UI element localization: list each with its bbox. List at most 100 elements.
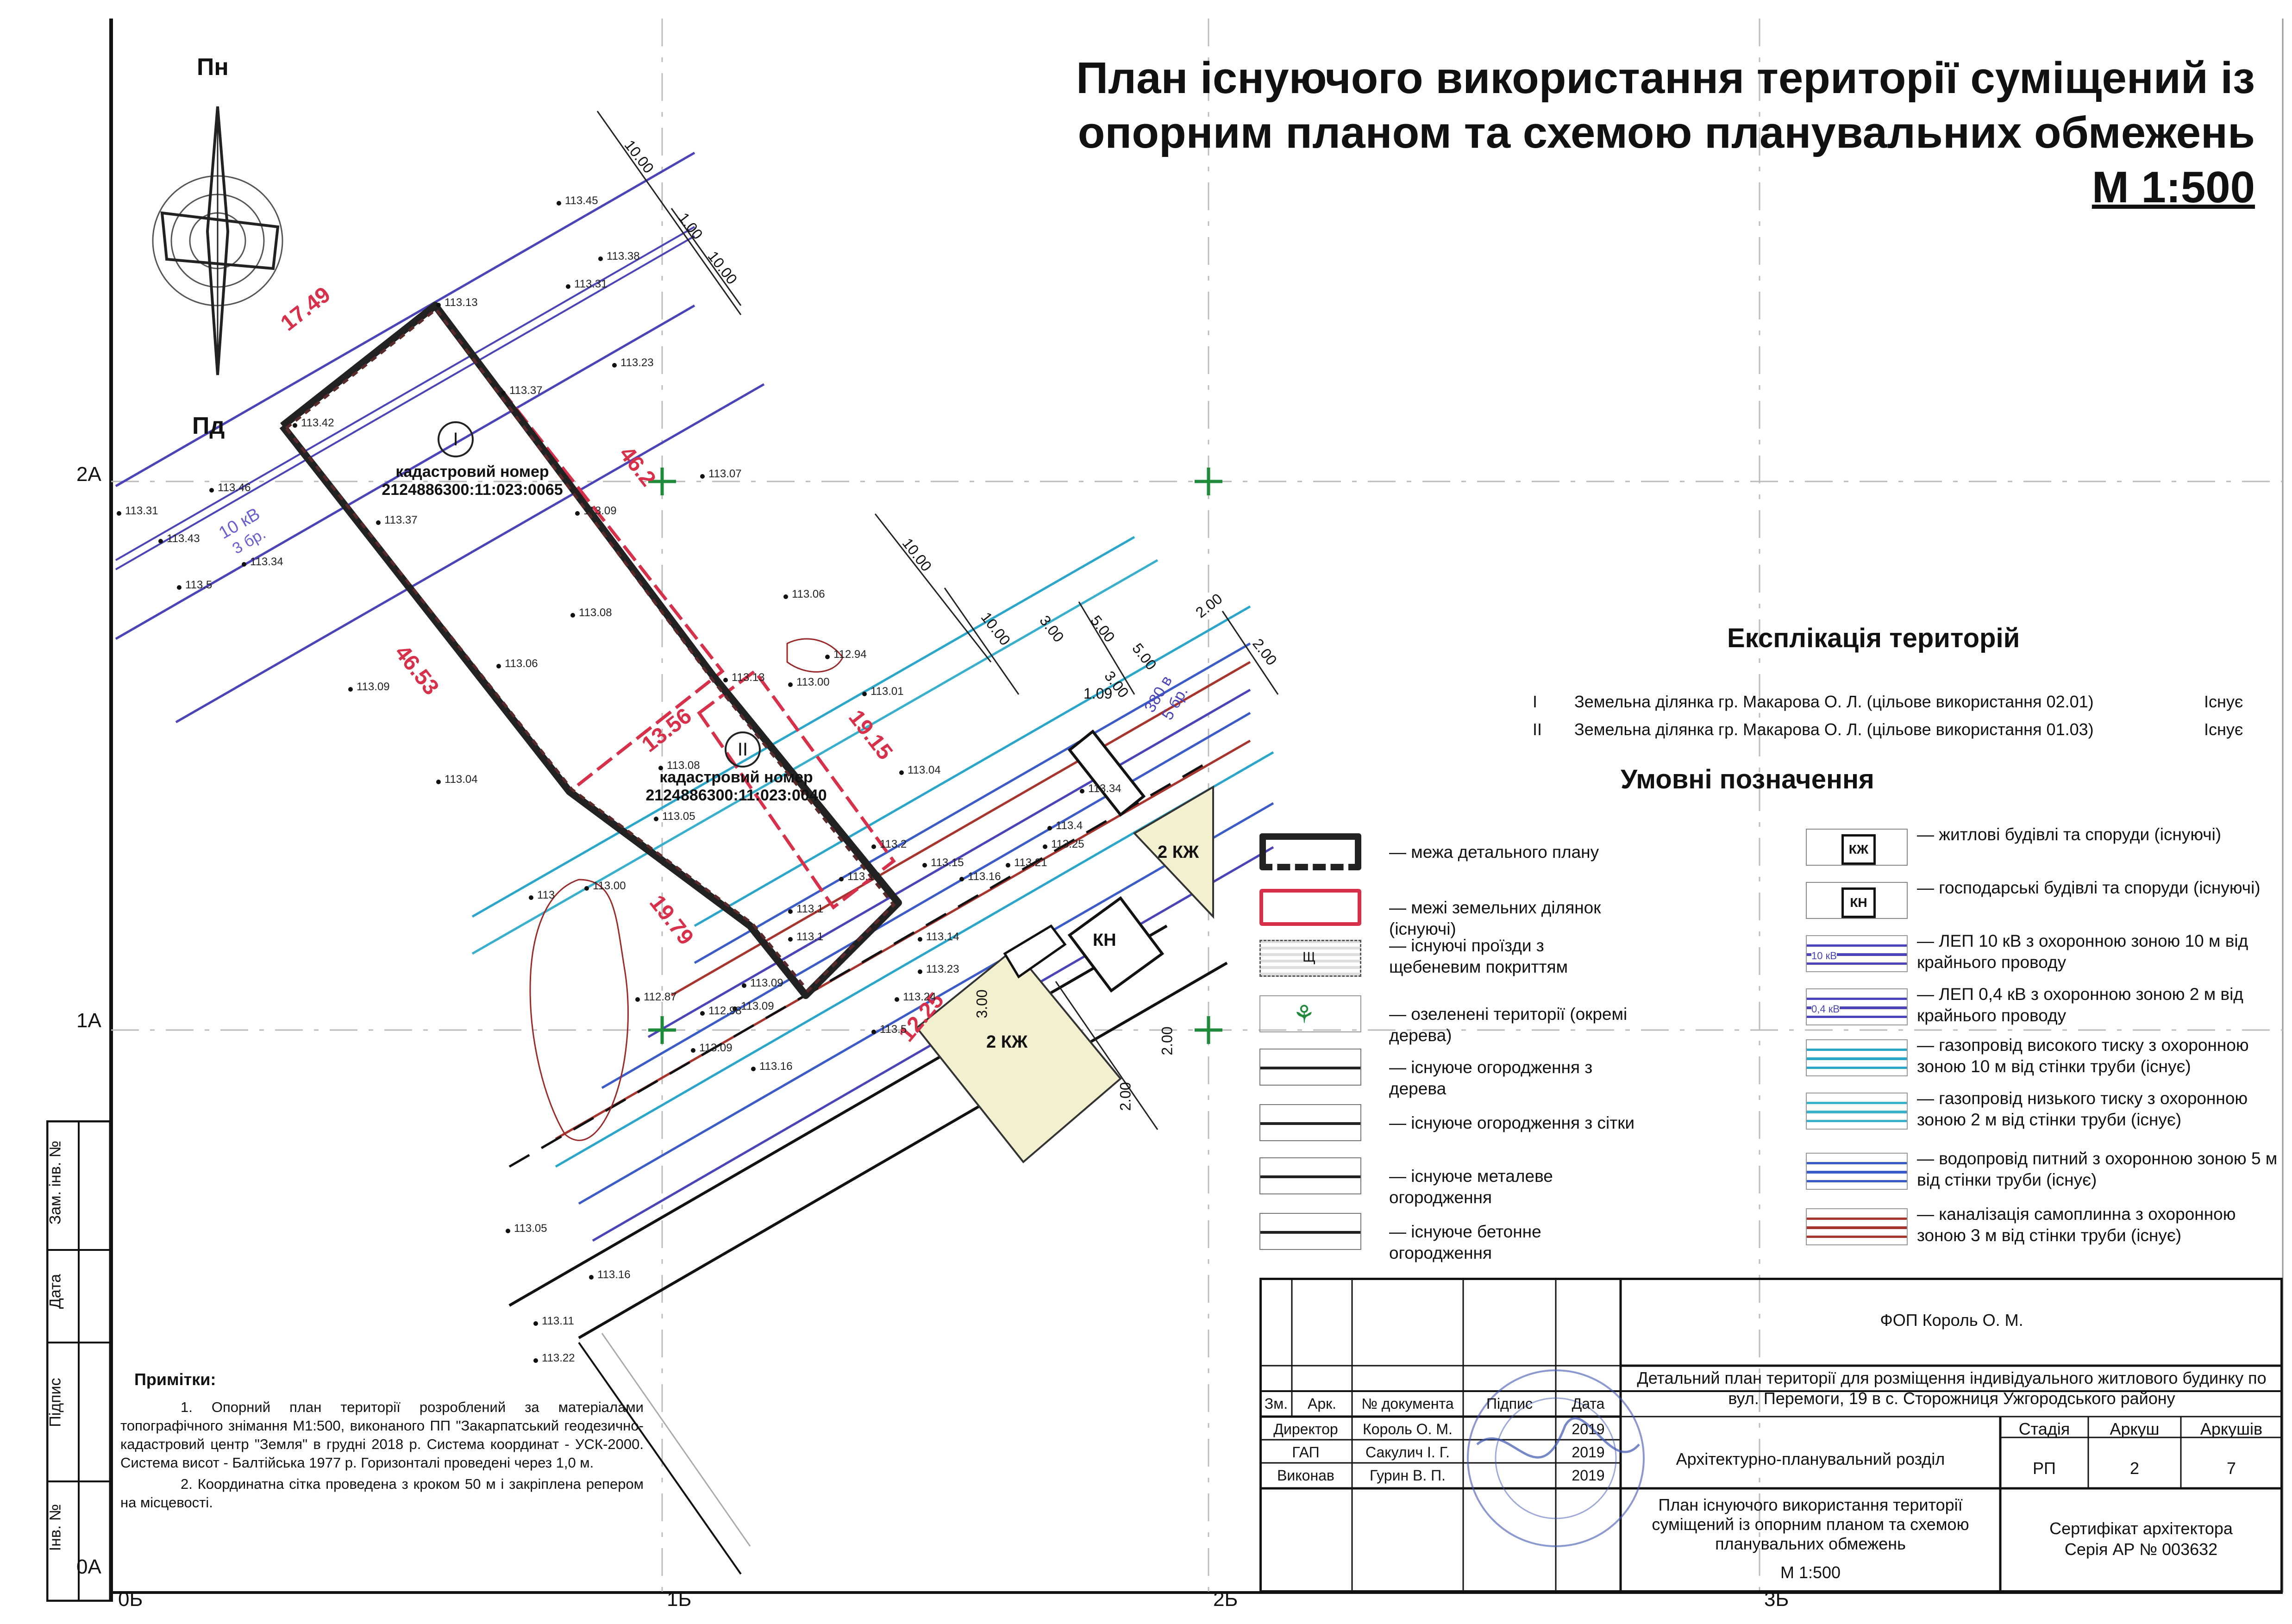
elevation-label: 113.16 (597, 1268, 631, 1281)
elevation-label: 113.09 (357, 681, 390, 693)
legend-left-label-7: — існуюче бетонне огородження (1389, 1222, 1541, 1262)
elevation-point (506, 1229, 510, 1233)
elevation-point (959, 877, 964, 881)
elevation-point (533, 1358, 538, 1363)
stamp-h-sign: Підпис (1486, 1395, 1533, 1412)
elevation-label: 113.09 (699, 1042, 733, 1054)
building-label-1: 2 КЖ (986, 1032, 1028, 1052)
cad-1-value: 2124886300:11:023:0065 (382, 481, 563, 499)
legend-kn-label: КН (1841, 887, 1876, 918)
elevation-label: 113.31 (574, 278, 607, 290)
elevation-point (1080, 789, 1084, 793)
cad-2-value: 2124886300:11:023:0040 (645, 787, 827, 804)
grid-row-1a: 1А (76, 1009, 101, 1032)
legend-left-label-5: — існуюче огородження з сітки (1389, 1113, 1635, 1132)
elevation-label: 113.43 (167, 532, 200, 545)
compass-north-label: Пн (197, 54, 229, 81)
elevation-label: 113.09 (750, 977, 783, 989)
elevation-label: 113.09 (741, 1000, 774, 1012)
elevation-label: 113.2 (880, 838, 907, 850)
compass-icon (152, 106, 283, 375)
stamp-company: ФОП Король О. М. (1880, 1311, 2023, 1330)
elevation-label: 113.16 (759, 1060, 793, 1073)
legend-symbol-right-6 (1806, 1153, 1908, 1190)
elevation-label: 113.14 (926, 931, 959, 943)
offset-15: 2.00 (1117, 1082, 1134, 1111)
legend-symbol-right-1: КН (1806, 882, 1908, 919)
elevation-label: 113.06 (505, 657, 538, 670)
explication-num-1: I (1533, 692, 1538, 711)
elevation-point (691, 1048, 695, 1053)
contour-113 (529, 879, 629, 1141)
note-1: 1. Опорний план території розроблений за… (120, 1399, 644, 1471)
elevation-point (918, 937, 922, 942)
stamp-sheets: 7 (2226, 1459, 2236, 1478)
elevation-point (598, 256, 603, 261)
buildings (915, 729, 1214, 1163)
building-2kzh-south (915, 948, 1122, 1163)
stamp-date-1: 2019 (1572, 1421, 1605, 1437)
legend-symbol-concrete (1259, 1213, 1361, 1250)
elevation-label: 113.15 (931, 856, 964, 869)
legend-left-label-6: — існуюче металеве огородження (1389, 1167, 1553, 1207)
legend-right-label-2: — ЛЕП 10 кВ з охоронною зоною 10 м від к… (1917, 931, 2248, 972)
elevation-label: 112.94 (833, 648, 867, 661)
building-kn (1067, 896, 1165, 993)
offset-12: 1.09 (1083, 685, 1113, 702)
elevation-point (533, 1321, 538, 1326)
elevation-point (158, 539, 163, 543)
stamp-name-3: Гурин В. П. (1369, 1467, 1446, 1484)
elevation-label: 113.04 (445, 773, 478, 786)
elevation-label: 113.23 (926, 963, 959, 975)
stamp-cert-1: Сертифікат архітектора (2049, 1519, 2233, 1538)
elevation-point (788, 937, 793, 942)
stamp-h-ark: Арк. (1307, 1395, 1337, 1412)
legend-right-label-0: — житлові будівлі та споруди (існуючі) (1917, 825, 2222, 844)
elevation-point (825, 655, 830, 659)
stamp-date-2: 2019 (1572, 1444, 1605, 1461)
elevation-label: 113.16 (968, 870, 1001, 883)
legend-symbol-parcel (1259, 889, 1361, 926)
elevation-point (871, 844, 876, 849)
side-data: Дата (46, 1274, 64, 1309)
stamp-sheet: 2 (2129, 1459, 2140, 1478)
elevation-point (783, 594, 788, 599)
contour-113-small (786, 638, 844, 673)
elevation-point (658, 766, 663, 770)
explication-text-2: Земельна ділянка гр. Макарова О. Л. (ціл… (1574, 720, 2094, 739)
cad-1: кадастровий номер 2124886300:11:023:0065 (370, 463, 574, 499)
legend-right-label-6: — водопровід питний з охоронною зоною 5 … (1917, 1149, 2278, 1189)
building-outline-1 (1067, 729, 1146, 817)
elevation-label: 113.07 (708, 468, 742, 480)
cad-2: кадастровий номер 2124886300:11:023:0040 (634, 768, 838, 805)
elevation-point (496, 664, 501, 668)
elevation-label: 113.25 (1051, 838, 1084, 850)
elevation-point (575, 511, 580, 516)
elevation-point (436, 780, 441, 784)
side-pidpys: Підпис (46, 1378, 64, 1427)
grid-col-0b: 0Б (118, 1588, 143, 1611)
elevation-label: 112.87 (644, 991, 677, 1003)
stamp-cert-2: Серія АР № 003632 (2064, 1540, 2218, 1559)
drawing-title: План існуючого використання території су… (1051, 51, 2255, 215)
legend-shch-label: Щ (1303, 949, 1316, 965)
elevation-label: 113.00 (593, 880, 626, 892)
legend-symbol-road: Щ (1259, 940, 1361, 977)
title-scale: М 1:500 (2092, 162, 2255, 212)
title-line-2: опорним планом та схемою планувальних об… (1077, 108, 2255, 157)
detail-plan-inner (285, 307, 896, 993)
stamp-section: Архітектурно-планувальний розділ (1676, 1449, 1945, 1468)
elevation-label: 113.5 (880, 1023, 907, 1036)
power-line-10kv (115, 151, 765, 724)
stamp-role-3: Виконав (1277, 1467, 1334, 1484)
stamp-h-date: Дата (1572, 1395, 1605, 1412)
elevation-label: 113.13 (732, 671, 765, 684)
elevation-label: 113.05 (514, 1222, 547, 1235)
elevation-label: 113.37 (384, 514, 418, 526)
legend-left-label-3: — озеленені території (окремі дерева) (1389, 1005, 1628, 1045)
side-inv: Інв. № (46, 1504, 64, 1551)
elevation-point (570, 613, 575, 618)
offset-13: 3.00 (973, 989, 990, 1018)
compass-south-label: Пд (192, 412, 225, 439)
